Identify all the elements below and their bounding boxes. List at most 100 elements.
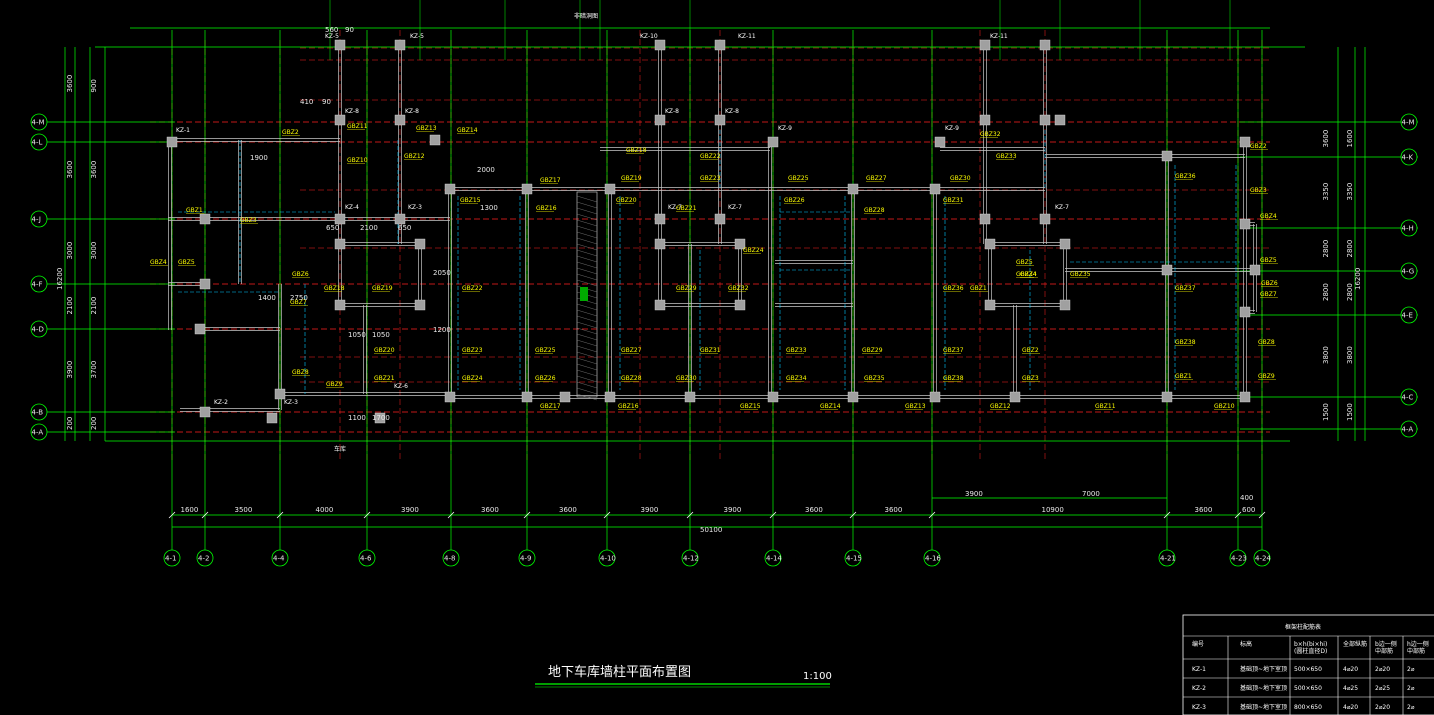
wall-label: GBZ29: [862, 347, 883, 354]
axis-bubble-bottom: [163, 549, 181, 567]
stair-hatch: [576, 387, 598, 395]
axis-bubble-right: [1400, 113, 1418, 131]
dim-bottom-value: 1600: [181, 506, 199, 514]
wall-label: GBZ33: [786, 347, 807, 354]
column: [414, 299, 426, 311]
axis-label-bottom: 4-2: [198, 555, 209, 563]
wall-label: GBZ33: [996, 153, 1017, 160]
dim-right-value: 1500: [1322, 403, 1330, 421]
dim-tick: [1234, 511, 1242, 519]
dim-tick: [603, 511, 611, 519]
dim-right-value: 3800: [1322, 346, 1330, 364]
column: [444, 183, 456, 195]
table-cell: 2⌀: [1407, 704, 1415, 711]
axis-bubble-right: [1400, 148, 1418, 166]
wall-label: GBZ34: [786, 375, 807, 382]
axis-label-bottom: 4-1: [165, 555, 176, 563]
stair-hatch: [576, 303, 598, 311]
wall-label: GBZ24: [462, 375, 483, 382]
column: [374, 412, 386, 424]
wall-label: GBZ1: [970, 285, 987, 292]
dim-tick: [1163, 511, 1171, 519]
wall-label: GBZ3: [240, 217, 257, 224]
column-label: KZ-9: [945, 125, 959, 132]
axis-bubble-bottom: [681, 549, 699, 567]
axis-label-left: 4-L: [32, 139, 43, 147]
table-header-cell: (圆柱直径D): [1294, 647, 1327, 655]
column: [274, 388, 286, 400]
dim-tick: [201, 511, 209, 519]
column: [394, 114, 406, 126]
wall-label: GBZ5: [1016, 259, 1033, 266]
column: [979, 114, 991, 126]
dim-right-total: 16200: [1354, 268, 1362, 290]
table-cell: KZ-1: [1192, 666, 1206, 673]
wall-label: GBZ11: [347, 123, 368, 130]
axis-bubble-left: [30, 210, 48, 228]
axis-label-left: 4-D: [32, 326, 44, 334]
wall-label: GBZ29: [676, 285, 697, 292]
dim-left-value: 3000: [90, 242, 98, 260]
axis-bubble-bottom: [358, 549, 376, 567]
axis-label-right: 4-E: [1402, 312, 1413, 320]
axis-label-left: 4-J: [32, 216, 41, 224]
wall-label: GBZ17: [540, 177, 561, 184]
wall-label: GBZ26: [535, 375, 556, 382]
column: [1039, 213, 1051, 225]
stair-hatch: [576, 369, 598, 377]
dim-tick: [849, 511, 857, 519]
dim-bottom-value: 3600: [559, 506, 577, 514]
axis-label-right: 4-C: [1402, 394, 1414, 402]
axis-label-left: 4-F: [32, 281, 43, 289]
stair-hatch: [576, 273, 598, 281]
column: [934, 136, 946, 148]
axis-bubble-right: [1400, 219, 1418, 237]
wall-label: GBZ4: [150, 259, 167, 266]
axis-label-right: 4-H: [1402, 225, 1414, 233]
column: [194, 323, 206, 335]
dim-left-value: 3600: [90, 161, 98, 179]
axis-bubble-bottom: [923, 549, 941, 567]
local-dimension: 90: [345, 26, 354, 34]
drawing-scale: 1:100: [803, 671, 832, 682]
axis-grid: [40, 0, 1418, 555]
wall-label: GBZ1: [186, 207, 203, 214]
dim-upper-value: 3900: [965, 490, 983, 498]
axis-bubble-right: [1400, 420, 1418, 438]
axis-bubble-left: [30, 275, 48, 293]
wall-label: GBZ8: [1258, 339, 1275, 346]
table-cell: 2⌀: [1407, 685, 1415, 692]
axis-bubble-bottom: [196, 549, 214, 567]
stair-hatch: [576, 309, 598, 317]
table-cell: 800×650: [1294, 704, 1322, 711]
dim-tick: [168, 511, 176, 519]
axis-label-bottom: 4-24: [1255, 555, 1271, 563]
axis-label-bottom: 4-15: [846, 555, 862, 563]
dim-left-value: 3600: [66, 161, 74, 179]
column: [847, 391, 859, 403]
wall-label: GBZ30: [950, 175, 971, 182]
stair-hatch: [576, 357, 598, 365]
wall-outline: [168, 45, 1257, 412]
column-label: KZ-1: [176, 127, 190, 134]
dim-bottom-value: 3900: [641, 506, 659, 514]
table-header-cell: b×h(bi×hi): [1294, 641, 1327, 648]
wall-label: GBZ14: [820, 403, 841, 410]
wall-label: GBZ19: [621, 175, 642, 182]
dim-right-value: 3350: [1346, 183, 1354, 201]
wall-label: GBZ31: [943, 197, 964, 204]
stair-hatch: [576, 237, 598, 245]
dim-left-value: 3700: [90, 361, 98, 379]
column: [414, 238, 426, 250]
column: [1239, 391, 1251, 403]
axis-label-bottom: 4-23: [1231, 555, 1247, 563]
column-label: KZ-4: [345, 204, 359, 211]
column: [334, 238, 346, 250]
stair-hatch: [576, 255, 598, 263]
column: [684, 391, 696, 403]
axis-bubble-bottom: [518, 549, 536, 567]
axis-bubble-left: [30, 320, 48, 338]
wall-label: GBZ2: [1250, 143, 1267, 150]
column-label: KZ-11: [990, 33, 1008, 40]
columns: [166, 39, 1261, 424]
